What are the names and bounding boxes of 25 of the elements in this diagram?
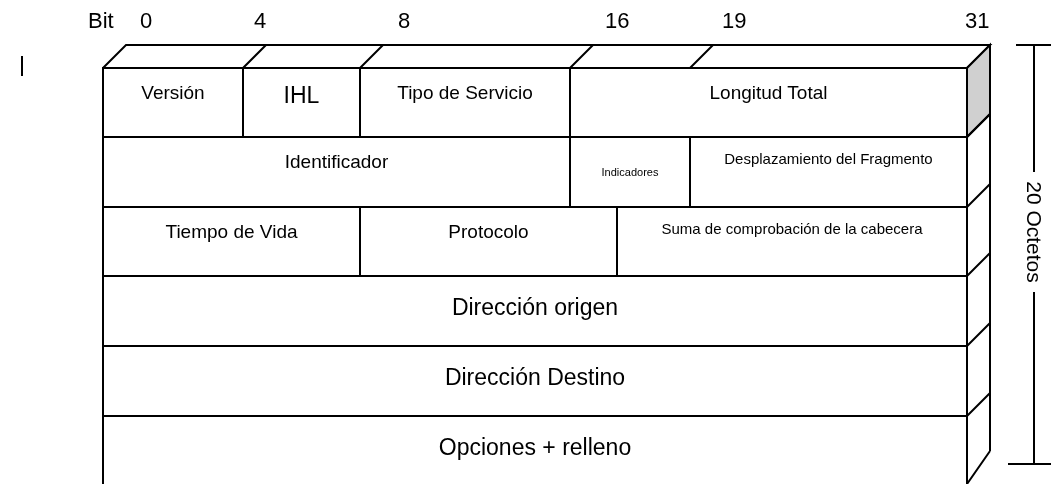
bit-number: 0 [140,10,153,32]
bit-number: 4 [254,10,267,32]
bit-number: 16 [605,10,630,32]
field-name: Dirección origen [451,293,619,322]
field-box [102,345,968,417]
dimension-label: 20 Octetos [1023,181,1045,283]
field-name: Tipo de Servicio [397,81,533,105]
field-name: Tiempo de Vida [165,220,298,244]
field-name: Suma de comprobación de la cabecera [661,220,923,239]
field-name: Desplazamiento del Fragmento [724,150,933,169]
field-box [102,415,968,484]
bit-number: 19 [722,10,747,32]
field-name: Identificador [284,150,389,174]
bit-number: 8 [398,10,411,32]
axis-label: Bit [88,10,114,32]
field-name: Indicadores [601,166,659,180]
field-name: IHL [283,81,320,110]
field-name: Versión [141,81,205,105]
bit-number: 31 [965,10,990,32]
field-name: Protocolo [448,220,529,244]
field-box [102,275,968,347]
field-name: Dirección Destino [444,363,626,392]
field-name: Longitud Total [709,81,828,105]
field-box [102,67,244,138]
field-name: Opciones + relleno [438,433,632,462]
